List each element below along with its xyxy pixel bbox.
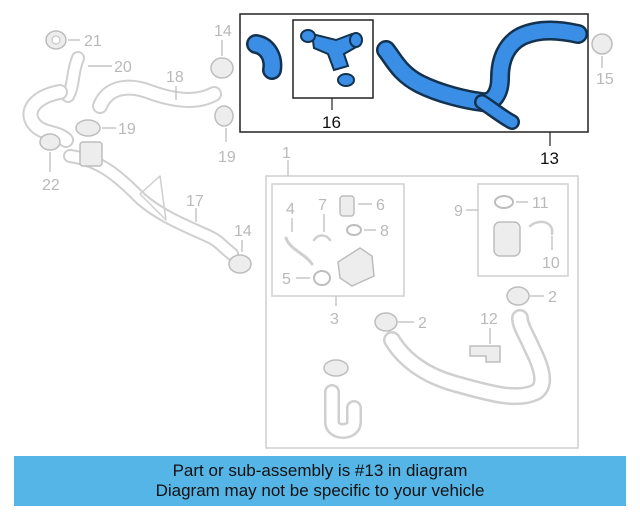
callout-7: 7 [318, 197, 327, 214]
callout-16: 16 [322, 113, 341, 132]
callout-14-top: 14 [214, 23, 232, 40]
part-2-clamp-left[interactable] [374, 312, 398, 332]
callout-4: 4 [286, 201, 295, 218]
part-20-hose[interactable] [61, 51, 85, 103]
part-6-sensor[interactable] [339, 195, 355, 217]
callout-2-left: 2 [418, 315, 427, 332]
callout-19-left: 19 [118, 121, 136, 138]
part-pump-housing[interactable] [493, 221, 521, 257]
callout-20: 20 [114, 59, 132, 76]
callout-10: 10 [542, 255, 560, 272]
part-small-hose-highlighted[interactable] [246, 34, 283, 80]
callout-18: 18 [166, 69, 184, 86]
callout-8: 8 [380, 223, 389, 240]
callout-5: 5 [282, 271, 291, 288]
part-4-ring[interactable] [284, 236, 314, 266]
part-19-clamp-right[interactable] [214, 105, 234, 127]
banner-line-1: Part or sub-assembly is #13 in diagram [172, 461, 468, 480]
part-5-oring[interactable] [313, 270, 331, 286]
banner-line-2: Diagram may not be specific to your vehi… [155, 481, 485, 500]
subassembly-9-box [477, 183, 569, 277]
callout-19-right: 19 [218, 149, 236, 166]
part-12-bracket[interactable] [469, 345, 501, 363]
callout-3: 3 [330, 311, 339, 328]
part-13-hose-highlighted[interactable] [376, 20, 588, 130]
part-22-clamp[interactable] [39, 133, 61, 151]
subassembly-3-box [271, 183, 405, 297]
part-14-clamp-bottom[interactable] [228, 254, 252, 274]
callout-17: 17 [186, 193, 204, 210]
part-16-fitting[interactable] [300, 29, 363, 87]
part-18-hose[interactable] [92, 79, 222, 114]
part-11-oring[interactable] [494, 195, 514, 209]
part-15-clamp[interactable] [591, 33, 613, 55]
callout-11: 11 [532, 195, 549, 212]
part-left-hose[interactable] [22, 84, 74, 148]
part-thermostat-housing[interactable] [337, 247, 375, 287]
part-cap[interactable] [323, 359, 349, 377]
callout-22: 22 [42, 177, 60, 194]
part-2-clamp-right[interactable] [506, 286, 530, 306]
callout-15: 15 [596, 71, 614, 88]
assembly-1-box [265, 175, 579, 449]
info-banner: Part or sub-assembly is #13 in diagram D… [14, 456, 626, 506]
part-10-clip[interactable] [528, 220, 554, 236]
callout-2-right: 2 [548, 289, 557, 306]
part-7-clip[interactable] [312, 234, 332, 242]
assembly-13-box [239, 13, 589, 133]
part-19-clamp[interactable] [75, 119, 101, 137]
part-17-pipe[interactable] [63, 141, 239, 261]
part-elbow-hose[interactable] [324, 384, 362, 439]
part-lower-hose[interactable] [383, 309, 552, 406]
part-8-seal[interactable] [346, 224, 362, 236]
part-14-clamp-top[interactable] [210, 57, 234, 79]
subassembly-16-box [292, 19, 374, 99]
callout-9: 9 [454, 203, 463, 220]
callout-6: 6 [376, 197, 385, 214]
callout-12: 12 [480, 311, 498, 328]
callout-1: 1 [282, 145, 291, 162]
callout-13: 13 [540, 149, 559, 168]
part-21-clamp[interactable] [45, 30, 67, 50]
callout-14-bottom: 14 [234, 223, 252, 240]
callout-21: 21 [84, 33, 102, 50]
